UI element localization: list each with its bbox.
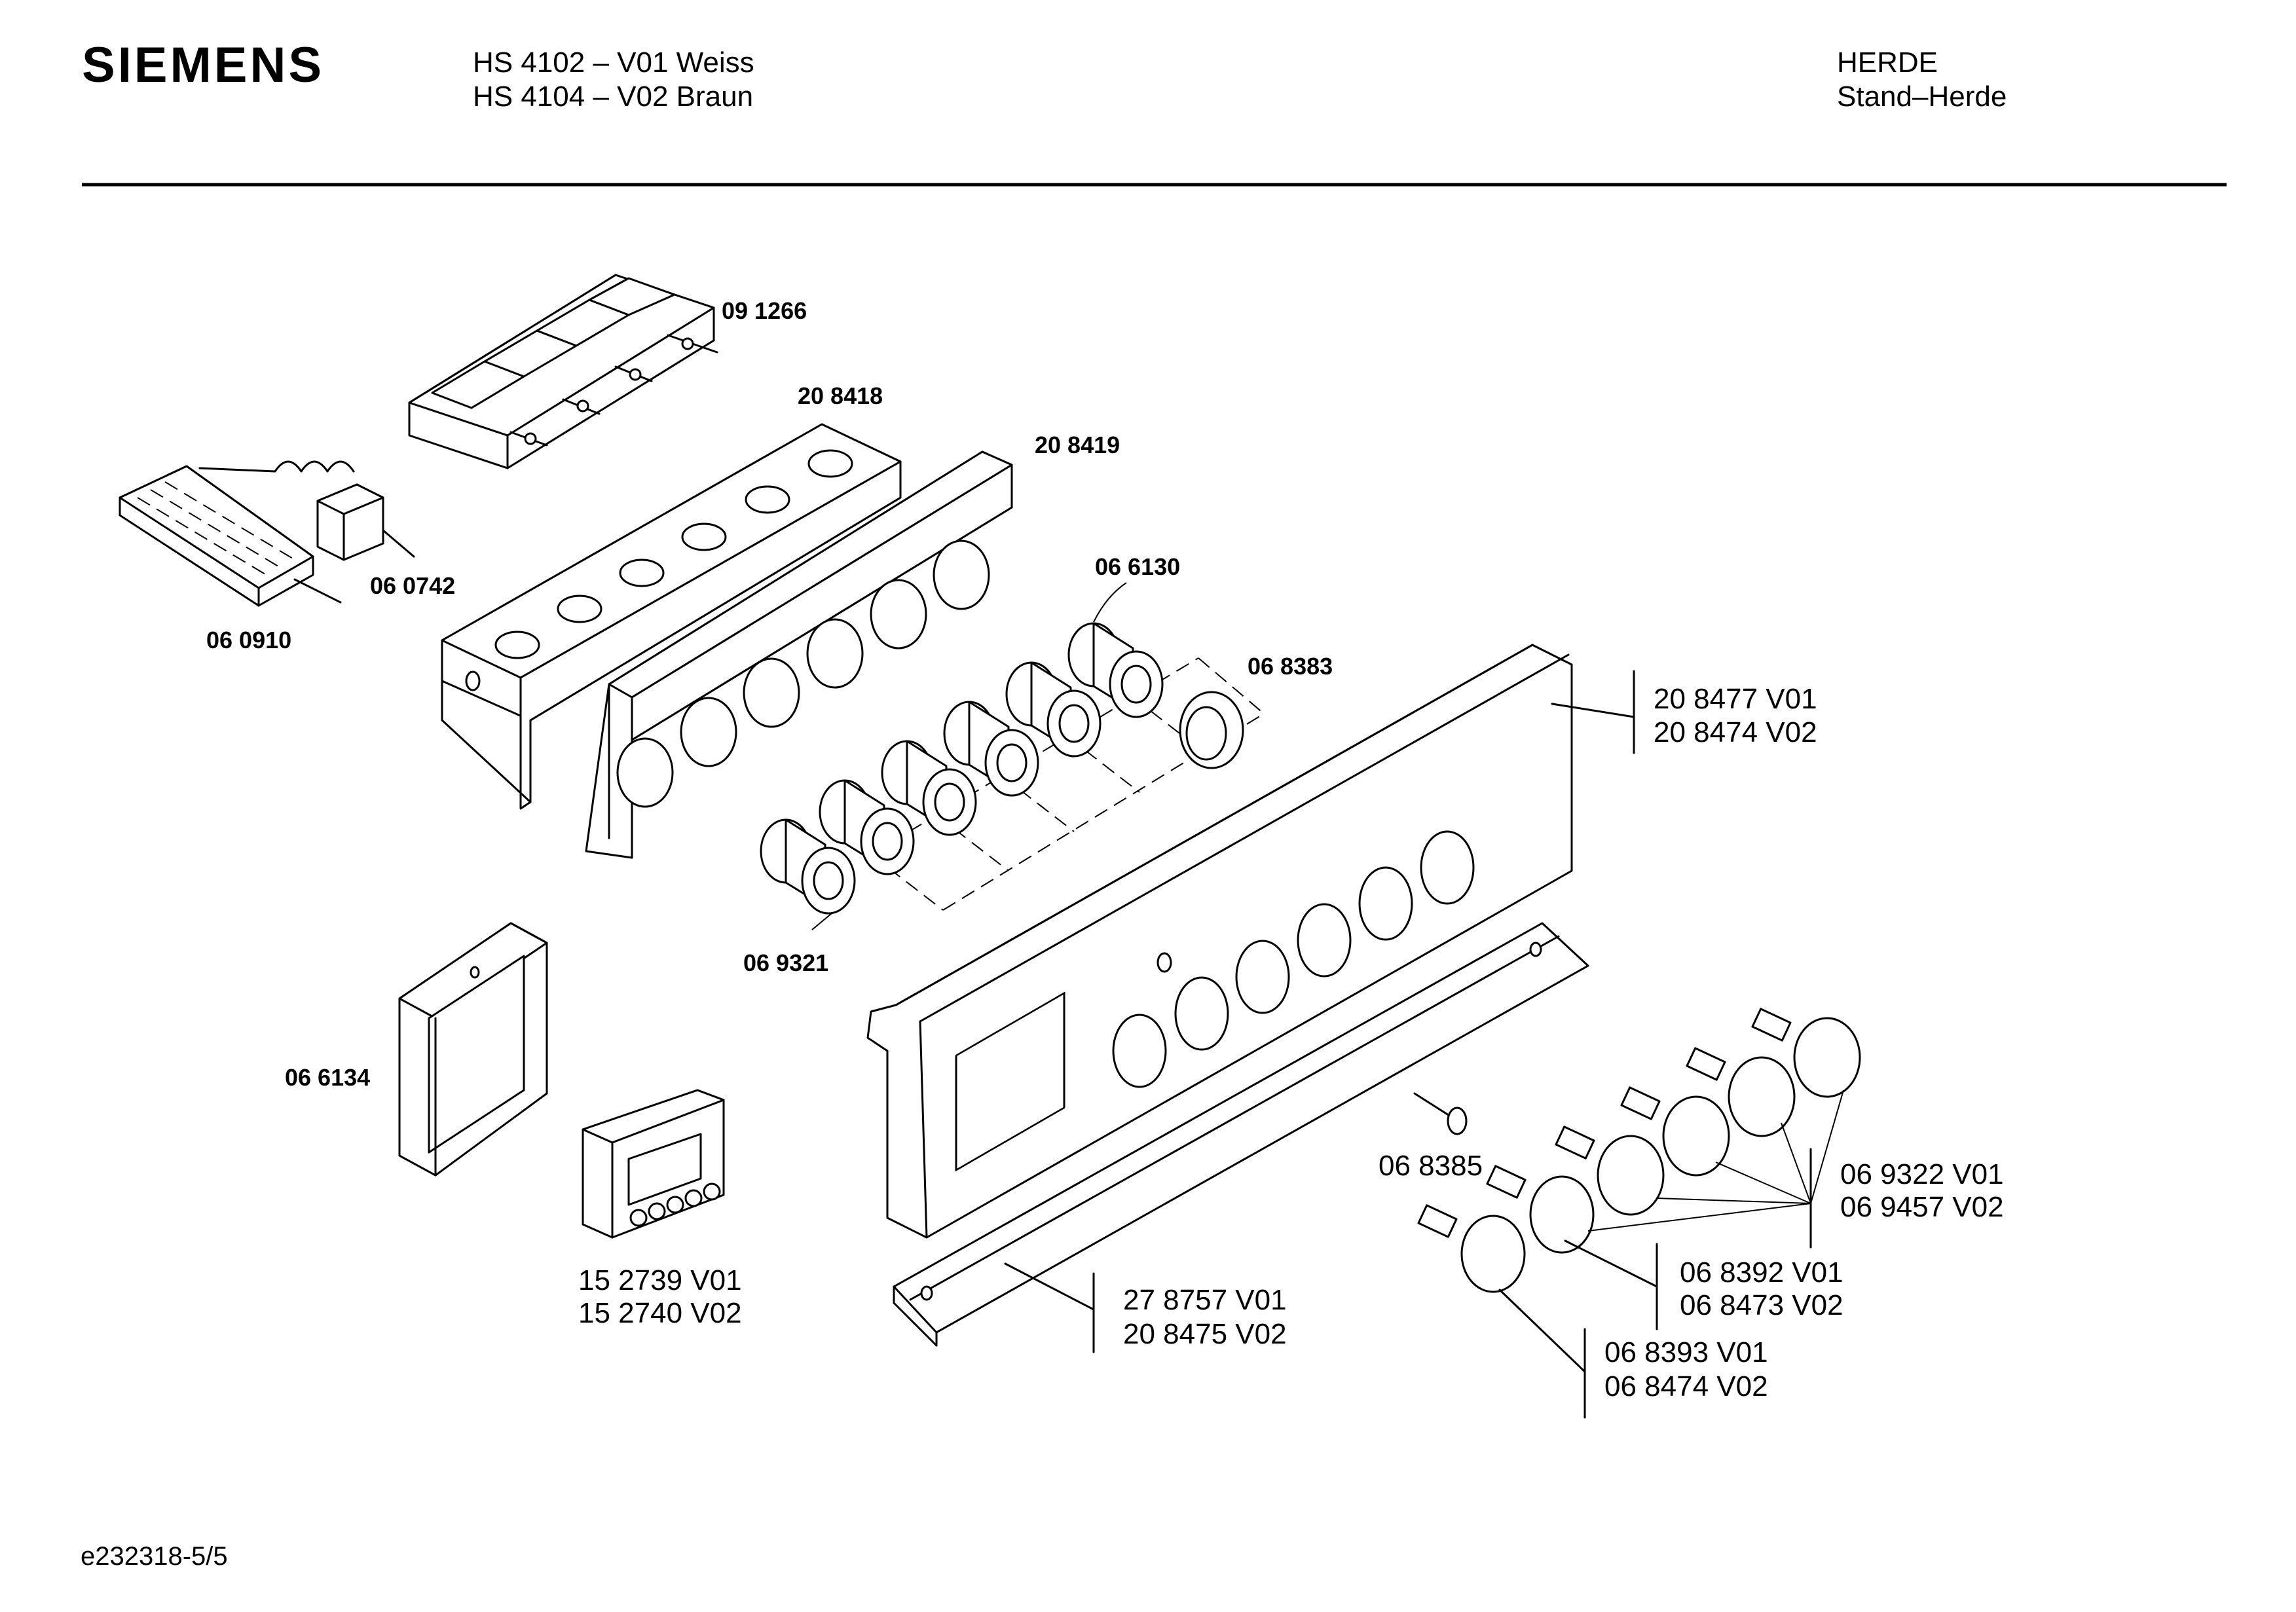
frame-bracket-drawing bbox=[398, 922, 548, 1177]
mid-panel-drawing bbox=[585, 450, 1013, 859]
heater-strip-drawing bbox=[119, 465, 342, 607]
model-line-1: HS 4102 – V01 Weiss bbox=[473, 46, 754, 79]
label-pot-knob-base: 06 9321 bbox=[743, 949, 828, 976]
label-front-panel-v01: 20 8477 V01 bbox=[1654, 683, 1817, 715]
label-knob-large-v01: 06 9322 V01 bbox=[1840, 1158, 2004, 1190]
category-line-1: HERDE bbox=[1837, 46, 1938, 79]
model-line-2: HS 4104 – V02 Braun bbox=[473, 81, 753, 113]
category-line-2: Stand–Herde bbox=[1837, 81, 2007, 113]
label-mid-panel: 20 8419 bbox=[1035, 431, 1120, 458]
label-rear-panel: 20 8418 bbox=[798, 382, 883, 409]
label-front-panel-v02: 20 8474 V02 bbox=[1654, 716, 1817, 748]
front-panel-drawing bbox=[866, 644, 1573, 1239]
pot-housing-drawing bbox=[760, 582, 1265, 930]
label-ring-adapter: 06 8383 bbox=[1248, 653, 1333, 680]
label-knob-mid-v01: 06 8392 V01 bbox=[1680, 1256, 1843, 1289]
label-frame-bracket: 06 6134 bbox=[285, 1064, 370, 1091]
leader-front-panel bbox=[1551, 703, 1635, 718]
brand-logo: SIEMENS bbox=[82, 37, 324, 93]
label-trim-strip-v01: 27 8757 V01 bbox=[1123, 1284, 1287, 1316]
label-trim-strip-v02: 20 8475 V02 bbox=[1123, 1318, 1287, 1350]
switch-block-drawing bbox=[408, 274, 718, 469]
sensor-unit-drawing bbox=[198, 460, 415, 561]
label-knob-small-v01: 06 8393 V01 bbox=[1604, 1336, 1768, 1368]
label-knob-mid-v02: 06 8473 V02 bbox=[1680, 1289, 1843, 1321]
label-switch-block: 09 1266 bbox=[722, 297, 807, 324]
knobs-drawing bbox=[1417, 1008, 1861, 1293]
rear-panel-drawing bbox=[441, 423, 902, 810]
ring-adapter-drawing bbox=[1179, 691, 1244, 769]
trim-strip-drawing bbox=[893, 922, 1589, 1347]
label-timer-v01: 15 2739 V01 bbox=[578, 1264, 742, 1296]
label-pot-housing: 06 6130 bbox=[1095, 553, 1180, 580]
indicator-lamp-drawing bbox=[1413, 1092, 1468, 1135]
leader-trim-strip bbox=[1004, 1262, 1095, 1311]
label-knob-small-v02: 06 8474 V02 bbox=[1604, 1370, 1768, 1402]
label-heater-strip: 06 0910 bbox=[206, 627, 291, 653]
doc-id: e232318-5/5 bbox=[81, 1542, 228, 1571]
timer-drawing bbox=[582, 1089, 725, 1239]
label-indicator-lamp: 06 8385 bbox=[1379, 1150, 1483, 1182]
label-sensor-unit: 06 0742 bbox=[370, 572, 455, 599]
label-timer-v02: 15 2740 V02 bbox=[578, 1297, 742, 1329]
label-knob-large-v02: 06 9457 V02 bbox=[1840, 1191, 2004, 1223]
